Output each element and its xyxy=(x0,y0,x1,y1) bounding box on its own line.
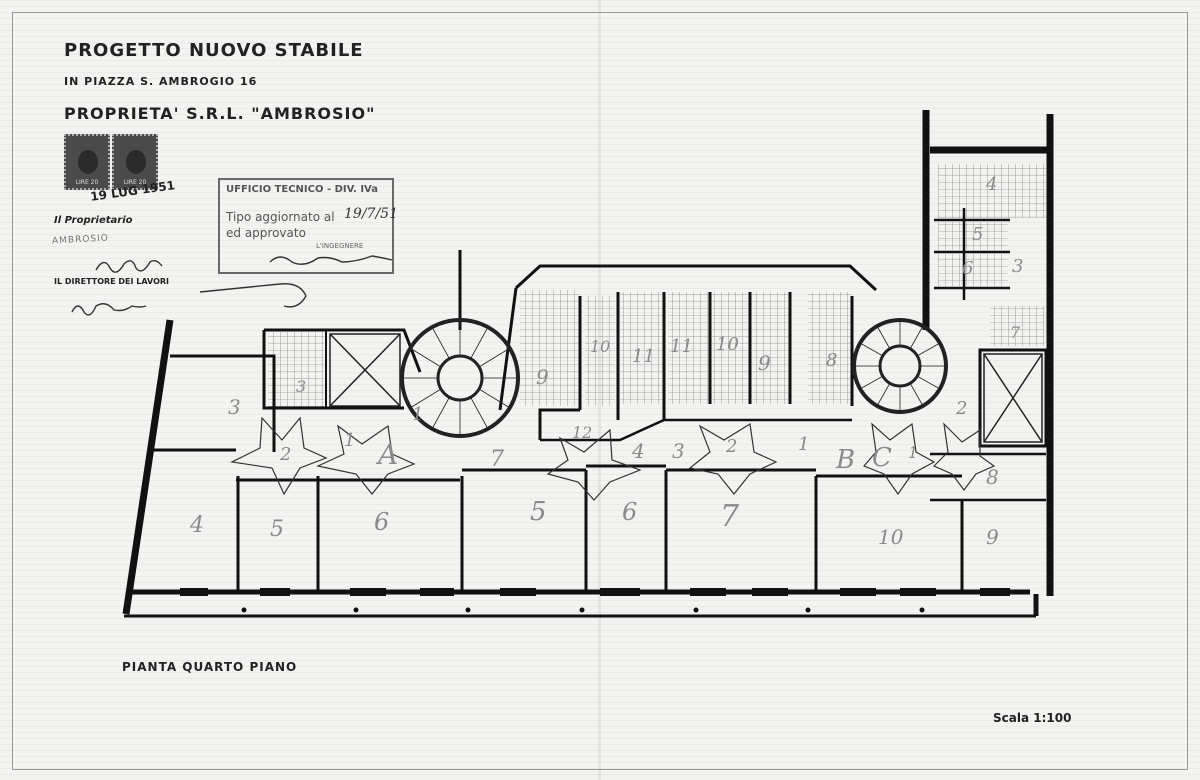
postage-value: LIRE 20 xyxy=(123,179,147,186)
bathroom-tiles xyxy=(990,306,1044,346)
plan-caption: PIANTA QUARTO PIANO xyxy=(122,660,298,674)
staircase-c xyxy=(852,318,948,414)
kitchen-tiles xyxy=(620,292,664,404)
signatures xyxy=(71,255,393,316)
bathroom-tiles xyxy=(938,164,1046,218)
stair-c-core xyxy=(878,344,922,388)
room-number: 2 xyxy=(725,436,737,457)
service-block-wall xyxy=(262,328,422,410)
tower-partitions xyxy=(934,208,1010,300)
stamp-date: 19/7/51 xyxy=(344,206,398,222)
approval-stamp: UFFICIO TECNICO - DIV. IVa Tipo aggiorna… xyxy=(218,178,398,274)
room-number: 10 xyxy=(716,334,739,355)
room-3-wall xyxy=(170,354,276,452)
bathroom-tiles xyxy=(712,292,750,404)
owner-label: Il Proprietario xyxy=(54,215,133,226)
room-number: 9 xyxy=(986,525,999,549)
owner-signature xyxy=(95,259,163,273)
room-number: 10 xyxy=(878,525,904,549)
room-number: 12 xyxy=(572,423,592,442)
door-swings xyxy=(230,416,996,501)
engineer-signature xyxy=(269,255,393,265)
title-line-3: PROPRIETA' S.R.L. "AMBROSIO" xyxy=(64,104,376,123)
courtyard-wall xyxy=(514,264,878,292)
room-number: 3 xyxy=(1012,256,1023,277)
room-number: 4 xyxy=(631,439,645,463)
room-number: 5 xyxy=(270,517,284,542)
room-number: 7 xyxy=(720,499,740,534)
director-signature xyxy=(71,303,147,316)
room-number: 1 xyxy=(908,443,918,462)
bathroom-tiles xyxy=(585,296,615,406)
postage-stamp-2: LIRE 20 xyxy=(112,134,158,190)
tower-walls xyxy=(922,110,1054,596)
stair-label-a: A xyxy=(375,438,398,471)
tiled-areas xyxy=(268,164,1046,408)
postage-value: LIRE 20 xyxy=(75,179,99,186)
room-number-labels: 3 4 5 6 2 1 3 1 7 9 12 10 11 11 10 9 8 4… xyxy=(189,174,1023,549)
drawing-frame xyxy=(12,12,1188,770)
room-number: 8 xyxy=(826,350,837,371)
portrait-icon xyxy=(126,150,146,174)
room-number: 10 xyxy=(590,337,610,356)
room-number: 5 xyxy=(530,497,547,527)
plan-scale: Scala 1:100 xyxy=(993,711,1072,725)
stamp-line-1: Tipo aggiornato al xyxy=(226,210,335,224)
kitchen-tiles xyxy=(520,290,580,406)
room-number: 4 xyxy=(189,513,204,538)
room-number: 1 xyxy=(344,430,355,451)
room-number: 7 xyxy=(1010,323,1021,342)
lift-shafts xyxy=(329,333,1043,443)
bathroom-tiles xyxy=(938,222,1008,250)
room-number: 9 xyxy=(758,351,771,375)
kitchen-tiles xyxy=(938,254,1008,286)
room-number: 9 xyxy=(536,365,549,389)
room-8-walls xyxy=(930,452,1046,502)
bathroom-tiles xyxy=(268,332,324,408)
room-number: 11 xyxy=(632,346,655,367)
stamp-office: UFFICIO TECNICO - DIV. IVa xyxy=(226,184,378,195)
stair-label-c: C xyxy=(872,443,892,473)
kitchen-tiles xyxy=(808,292,852,404)
lift-block xyxy=(978,348,1048,448)
staircase-a xyxy=(400,318,520,438)
room-number: 3 xyxy=(672,439,685,463)
room-number: 4 xyxy=(985,174,997,195)
kitchen-tiles xyxy=(752,292,790,404)
pen-stroke xyxy=(199,283,307,308)
lift-shaft-c xyxy=(983,353,1043,443)
stair-label-b: B xyxy=(835,445,855,475)
lift-shaft-a xyxy=(329,333,401,407)
room-number: 3 xyxy=(296,377,306,396)
room-number: 6 xyxy=(962,258,973,279)
left-facade-wall xyxy=(122,319,174,615)
director-label: IL DIRETTORE DEI LAVORI xyxy=(54,277,170,286)
portrait-icon xyxy=(78,150,98,174)
postage-stamp-1: LIRE 20 xyxy=(64,134,110,190)
facade-windows xyxy=(180,588,1010,613)
room-number: 2 xyxy=(955,398,967,419)
stamp-line-2: ed approvato xyxy=(226,226,306,240)
room-partitions xyxy=(236,470,964,592)
room-number: 5 xyxy=(972,224,983,245)
bathroom-tiles xyxy=(668,292,710,404)
room-number: 7 xyxy=(490,447,504,472)
stamp-engineer: L'INGEGNERE xyxy=(316,242,364,250)
title-line-1: PROGETTO NUOVO STABILE xyxy=(64,40,364,61)
room-number: 8 xyxy=(986,465,999,489)
room-number: 1 xyxy=(412,404,423,425)
room-number: 1 xyxy=(798,434,809,455)
title-line-2: IN PIAZZA S. AMBROGIO 16 xyxy=(64,75,258,88)
room-number: 2 xyxy=(279,444,291,465)
room-number: 3 xyxy=(228,395,241,419)
stair-a-core xyxy=(436,354,484,402)
corridor-wall xyxy=(236,464,962,482)
room-number: 6 xyxy=(622,498,637,526)
room-number: 11 xyxy=(670,336,693,357)
room-number: 6 xyxy=(374,508,389,536)
corridor-b-wall xyxy=(540,418,852,442)
